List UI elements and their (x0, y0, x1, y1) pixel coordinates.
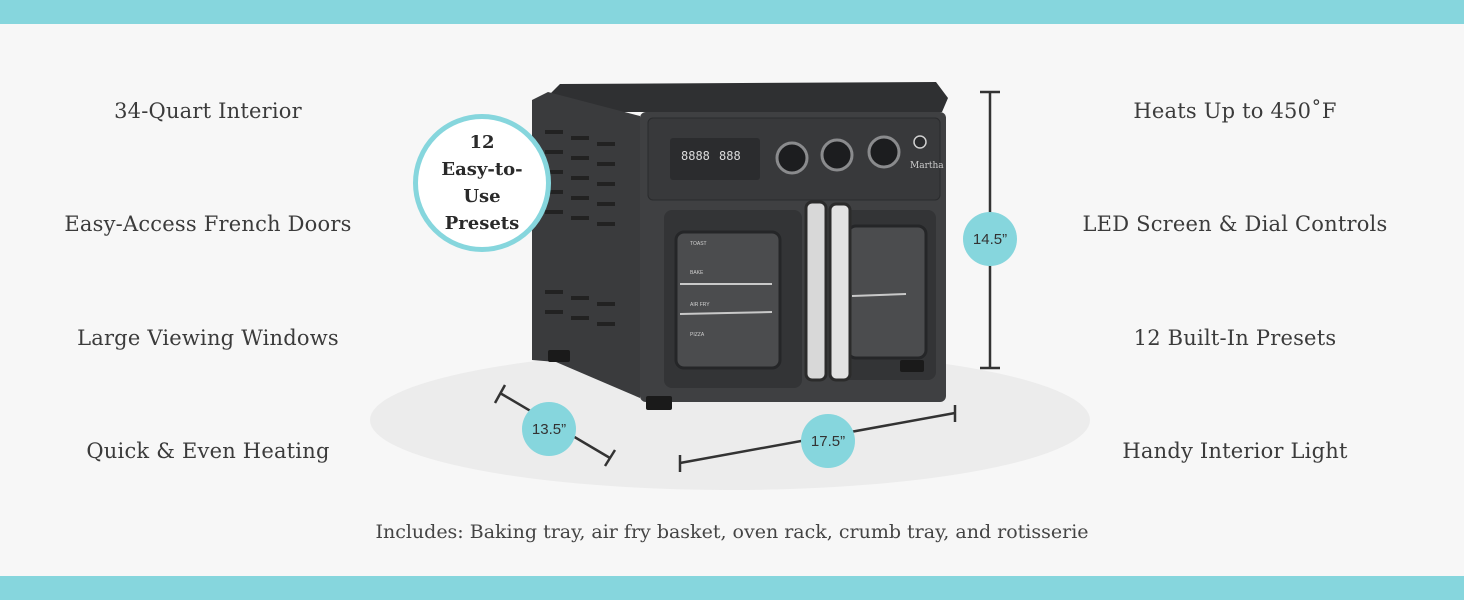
start-stop-button[interactable] (913, 135, 927, 149)
right-door-handle[interactable] (828, 202, 852, 382)
front-right-foot (900, 360, 924, 372)
feature-interior-light: Handy Interior Light (1122, 439, 1348, 463)
left-door-handle[interactable] (804, 200, 828, 382)
feature-led-dial-controls: LED Screen & Dial Controls (1082, 212, 1388, 236)
window-preset-labels: TOAST BAKE AIR FRY PIZZA (690, 241, 710, 338)
presets-badge-count: 12 (469, 132, 495, 153)
feature-french-doors: Easy-Access French Doors (64, 212, 352, 236)
select-dial-2[interactable] (820, 138, 854, 172)
svg-text:TOAST: TOAST (690, 241, 707, 247)
feature-built-in-presets: 12 Built-In Presets (1133, 326, 1337, 350)
depth-badge: 13.5” (522, 402, 576, 456)
oven-racks (679, 283, 907, 315)
led-digits-left: 8888 (681, 149, 710, 163)
presets-badge: 12 Easy-to-Use Presets (413, 114, 551, 252)
side-vents (545, 130, 615, 326)
width-badge: 17.5” (801, 414, 855, 468)
presets-badge-label: Presets (444, 213, 520, 234)
oven-side-panel (532, 92, 640, 398)
oven-top (548, 82, 948, 112)
feature-34-quart-interior: 34-Quart Interior (114, 99, 302, 123)
led-display (670, 138, 760, 180)
control-knobs (775, 135, 927, 175)
select-dial-1[interactable] (775, 141, 809, 175)
presets-badge-text: Easy-to-Use (441, 159, 523, 207)
left-window (674, 230, 782, 370)
top-accent-band (0, 0, 1464, 24)
bottom-accent-band (0, 576, 1464, 600)
feature-heats-450f: Heats Up to 450˚F (1133, 99, 1337, 123)
feature-even-heating: Quick & Even Heating (86, 439, 330, 463)
svg-text:PIZZA: PIZZA (690, 332, 705, 338)
svg-text:BAKE: BAKE (690, 270, 704, 276)
includes-accessories: Includes: Baking tray, air fry basket, o… (375, 521, 1089, 543)
height-badge: 14.5” (963, 212, 1017, 266)
feature-viewing-windows: Large Viewing Windows (77, 326, 339, 350)
select-dial-3[interactable] (867, 135, 901, 169)
front-left-foot (646, 396, 672, 410)
rear-left-foot (548, 350, 570, 362)
right-window (846, 224, 928, 360)
svg-text:AIR FRY: AIR FRY (690, 302, 710, 308)
brand-logo: Martha (910, 161, 944, 171)
led-digits-right: 888 (719, 149, 741, 163)
